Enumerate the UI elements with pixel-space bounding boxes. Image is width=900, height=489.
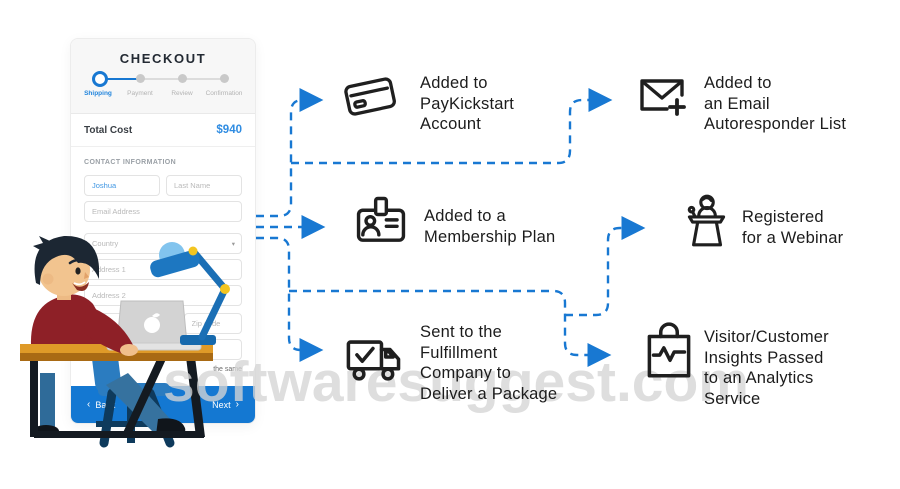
- next-button[interactable]: Next ›: [212, 399, 239, 410]
- flow-label-email: Added to an Email Autoresponder List: [704, 74, 847, 133]
- email-plus-icon: [640, 79, 686, 116]
- chevron-right-icon: ›: [235, 399, 239, 410]
- membership-card-icon: [356, 196, 406, 242]
- step-label-shipping[interactable]: Shipping: [84, 90, 112, 97]
- step-dot-payment[interactable]: [135, 74, 145, 83]
- step-label-payment[interactable]: Payment: [127, 90, 153, 97]
- flow-label-analytics: Visitor/Customer Insights Passed to an A…: [704, 328, 829, 408]
- checkout-title: CHECKOUT: [119, 51, 207, 66]
- connector-webinar: [565, 216, 646, 317]
- connector-paykickstart: [256, 88, 324, 218]
- desk-legs: [30, 357, 205, 438]
- flow-label-webinar: Registered for a Webinar: [742, 208, 844, 247]
- step-track: [98, 78, 224, 80]
- checkout-steps: Shipping Payment Review Confirmation: [71, 69, 255, 105]
- character-illustration: [20, 235, 230, 448]
- step-label-confirmation[interactable]: Confirmation: [205, 90, 243, 97]
- billing-same-note: the same: [213, 366, 242, 373]
- checkout-header: CHECKOUT Shipping Payment Review Confirm…: [71, 39, 255, 114]
- zip-field[interactable]: [183, 313, 242, 334]
- flow-label-membership: Added to a Membership Plan: [424, 207, 556, 246]
- step-dot-shipping[interactable]: [92, 71, 108, 87]
- step-track-done: [98, 78, 140, 80]
- step-dot-confirmation[interactable]: [219, 74, 229, 83]
- flow-label-paykickstart: Added to PayKickstart Account: [420, 74, 515, 133]
- step-label-review[interactable]: Review: [171, 90, 193, 97]
- next-button-label: Next: [212, 399, 231, 410]
- chevron-left-icon: ‹: [87, 399, 91, 410]
- desk-lamp: [150, 242, 230, 345]
- character-arm: [84, 305, 138, 356]
- last-name-field[interactable]: [166, 175, 242, 196]
- delivery-truck-icon: [346, 340, 401, 381]
- analytics-clipboard-icon: [647, 322, 691, 378]
- webinar-speaker-icon: [687, 194, 726, 247]
- email-field[interactable]: [84, 201, 242, 222]
- step-dot-review[interactable]: [177, 74, 187, 83]
- total-cost-value: $940: [216, 124, 242, 136]
- flow-label-fulfillment: Sent to the Fulfillment Company to Deliv…: [420, 323, 558, 403]
- first-name-field[interactable]: [84, 175, 160, 196]
- back-button[interactable]: ‹ Back: [87, 399, 115, 410]
- contact-section-label: CONTACT INFORMATION: [84, 159, 177, 166]
- back-button-label: Back: [95, 399, 116, 410]
- credit-card-icon: [344, 77, 396, 116]
- total-cost-label: Total Cost: [84, 124, 133, 136]
- total-cost-row: Total Cost $940: [71, 114, 255, 147]
